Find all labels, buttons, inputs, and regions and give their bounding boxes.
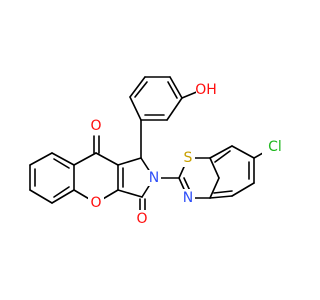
ring-oxygen-label: O — [90, 195, 101, 211]
hydroxyl-o: O — [195, 82, 206, 98]
bond — [51, 152, 75, 166]
thiazole-sulfur-label: S — [184, 150, 193, 166]
bond — [129, 96, 142, 121]
pyrrole-nitrogen-label: N — [149, 170, 159, 186]
bond — [53, 158, 70, 169]
bond — [231, 182, 255, 197]
lactam-oxygen-label: O — [136, 211, 147, 227]
ketone-oxygen-label: O — [90, 118, 101, 134]
bond — [117, 189, 143, 198]
bond — [209, 145, 233, 159]
thiazole-nitrogen-label: N — [183, 190, 193, 206]
bonds — [29, 76, 271, 214]
bond — [117, 157, 142, 166]
hydroxyl-oxygen-label: OH — [195, 82, 217, 98]
bond — [169, 76, 183, 99]
bond — [209, 177, 220, 199]
bond — [231, 145, 255, 159]
bond — [95, 152, 119, 166]
bond — [29, 189, 53, 204]
bond — [167, 81, 178, 99]
hydroxyl-h: H — [206, 82, 217, 98]
bond — [129, 76, 146, 98]
atom-labels: O O O N N S Cl OH — [88, 81, 284, 228]
bond — [166, 97, 183, 121]
bond — [213, 190, 233, 194]
bond — [53, 186, 70, 198]
bond — [209, 157, 220, 179]
molecule-structure: O O O N N S Cl OH — [29, 76, 284, 228]
bond — [134, 81, 148, 98]
bond — [209, 195, 233, 199]
bond — [73, 152, 97, 166]
bond — [29, 152, 53, 166]
chlorine-label: Cl — [268, 139, 282, 155]
bond — [51, 189, 75, 204]
bond — [214, 150, 231, 163]
